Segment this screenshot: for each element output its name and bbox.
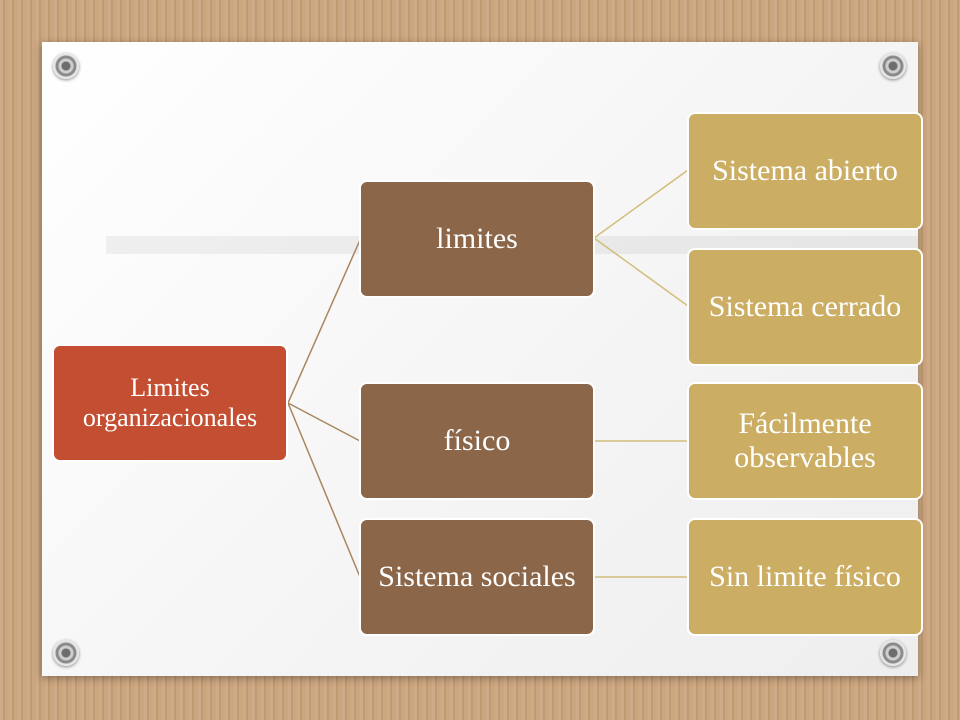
rivet-icon [880, 53, 906, 79]
rivet-icon [53, 640, 79, 666]
root-node-label: Limites organizacionales [82, 373, 258, 432]
rivet-icon [53, 53, 79, 79]
leaf-node-label: Sistema abierto [712, 153, 898, 187]
leaf-node-sistema-cerrado: Sistema cerrado [687, 248, 923, 366]
branch-node-label: físico [443, 423, 511, 457]
root-node: Limites organizacionales [52, 344, 288, 462]
rivet-icon [880, 640, 906, 666]
leaf-node-sistema-abierto: Sistema abierto [687, 112, 923, 230]
branch-node-label: Sistema sociales [378, 559, 576, 593]
connector-root-limites [287, 239, 361, 404]
leaf-node-label: Sistema cerrado [708, 289, 902, 323]
branch-node-fisico: físico [359, 382, 595, 500]
leaf-node-label: Fácilmente observables [734, 406, 876, 475]
leaf-node-facilmente-observables: Fácilmente observables [687, 382, 923, 500]
connector-root-fisico [287, 402, 361, 442]
branch-node-label: limites [436, 221, 518, 255]
connector-limites-cerrado [593, 237, 689, 307]
leaf-node-label: Sin limite físico [709, 559, 901, 593]
leaf-node-sin-limite-fisico: Sin limite físico [687, 518, 923, 636]
branch-node-sistema-sociales: Sistema sociales [359, 518, 595, 636]
connector-root-sociales [287, 402, 361, 578]
branch-node-limites: limites [359, 180, 595, 298]
connector-limites-abierto [593, 169, 689, 239]
